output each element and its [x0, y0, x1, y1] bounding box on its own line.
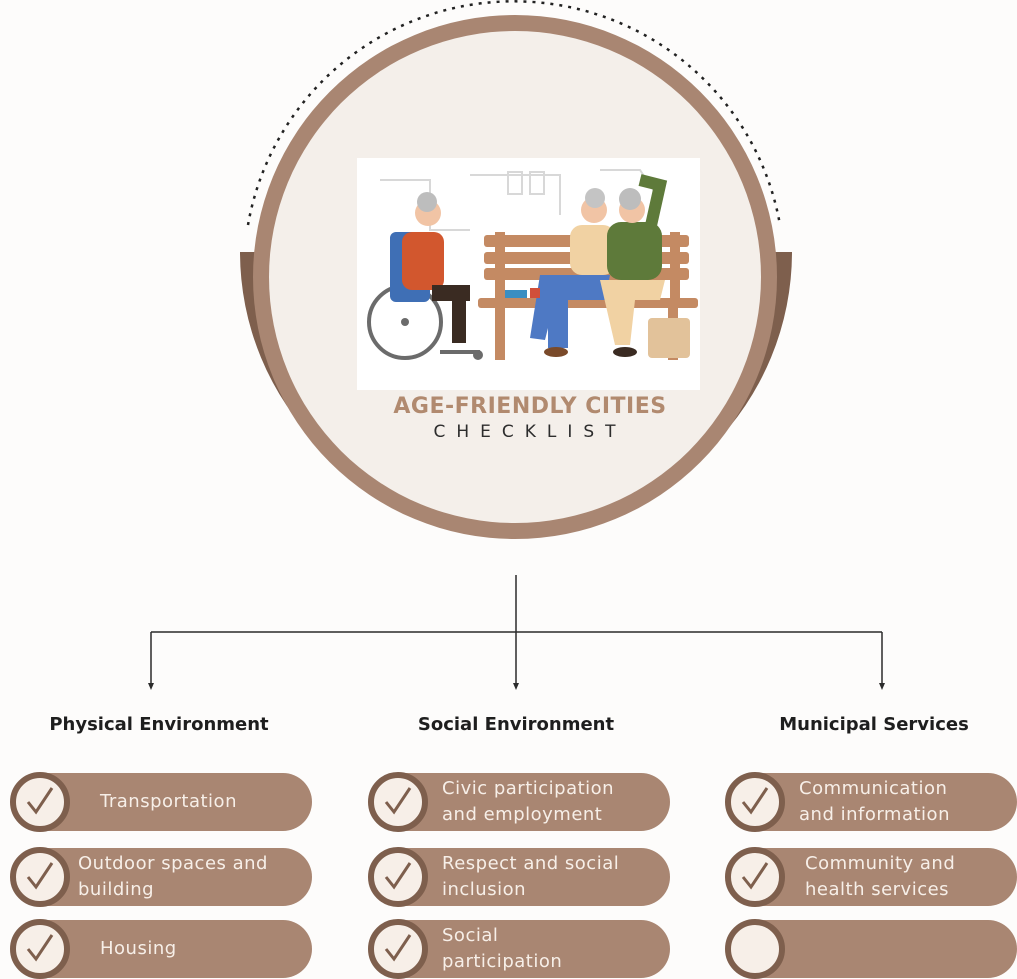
seated-woman-illustration — [530, 188, 615, 357]
heading-physical-environment: Physical Environment — [49, 714, 269, 735]
checkmark-icon — [725, 847, 785, 907]
heading-social-environment: Social Environment — [417, 714, 615, 735]
checkmark-icon — [368, 772, 428, 832]
checklist-item-label: Transportation — [100, 791, 237, 812]
checklist-item-label — [807, 920, 997, 978]
wheelchair-person-illustration — [367, 192, 483, 360]
hero-graphic — [240, 0, 792, 539]
heading-municipal-services: Municipal Services — [779, 714, 969, 735]
checkmark-icon — [10, 919, 70, 979]
checklist-item-label: Social participation — [442, 925, 563, 972]
checkmark-icon — [10, 772, 70, 832]
arrowhead-center — [513, 683, 519, 690]
empty-check-circle-icon — [725, 919, 785, 979]
hero-badge: AGE-FRIENDLY CITIES CHECKLIST — [240, 0, 792, 539]
checkmark-icon — [368, 847, 428, 907]
checklist-item-label: Outdoor spaces and building — [78, 853, 268, 900]
checkmark-icon — [368, 919, 428, 979]
hero-subtitle: CHECKLIST — [433, 422, 627, 442]
waving-woman-illustration — [600, 174, 690, 358]
checklist-item-label: Community and health services — [805, 853, 956, 900]
checklist-item-label: Communication and information — [799, 778, 950, 825]
table-items-illustration — [505, 288, 540, 298]
hero-title: AGE-FRIENDLY CITIES — [393, 394, 667, 419]
connector-tree — [148, 575, 885, 690]
checklist-item-label: Housing — [100, 938, 177, 959]
arrowhead-left — [148, 683, 154, 690]
checkmark-icon — [725, 772, 785, 832]
checklist-item-label: Civic participation and employment — [442, 778, 615, 825]
checklist-item-label: Respect and social inclusion — [442, 853, 620, 900]
arrowhead-right — [879, 683, 885, 690]
checkmark-icon — [10, 847, 70, 907]
